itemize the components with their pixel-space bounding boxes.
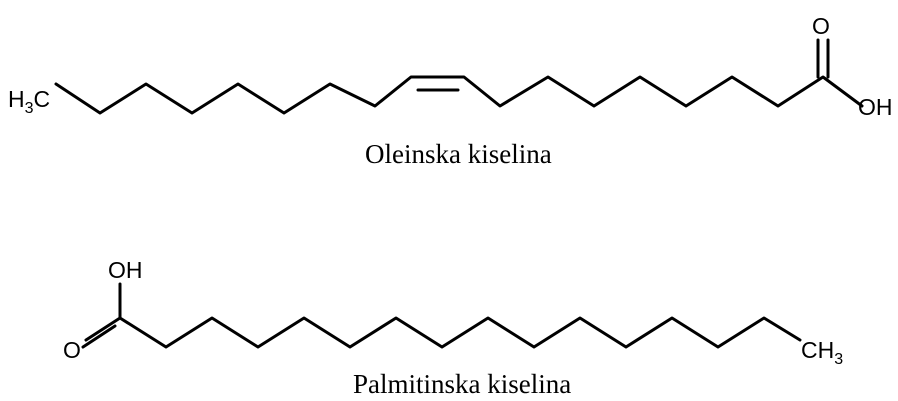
oleic-methyl-h: H bbox=[8, 86, 25, 112]
palmitic-carbonyl-bond-2 bbox=[81, 324, 117, 349]
palmitic-acid-structure: OH O CH3 bbox=[63, 257, 843, 368]
palmitic-methyl-ch: CH bbox=[801, 337, 834, 363]
oleic-carbonyl-oxygen: O bbox=[812, 13, 830, 39]
palmitic-hydroxyl: OH bbox=[108, 257, 143, 283]
oleic-hydroxyl: OH bbox=[858, 94, 893, 120]
palmitic-acid-caption: Palmitinska kiselina bbox=[353, 369, 571, 399]
oleic-methyl-label: H3C bbox=[8, 86, 50, 117]
oleic-methyl-c: C bbox=[34, 86, 51, 112]
oleic-methyl-subscript: 3 bbox=[25, 100, 34, 117]
oleic-acid-structure: H3C O OH bbox=[8, 13, 893, 120]
palmitic-carbonyl-bond-1 bbox=[84, 316, 122, 342]
palmitic-carbon-chain bbox=[118, 316, 802, 349]
oleic-carbon-chain bbox=[54, 75, 864, 115]
palmitic-methyl-subscript: 3 bbox=[834, 351, 843, 368]
oleic-acid-caption: Oleinska kiselina bbox=[365, 139, 552, 169]
palmitic-carbonyl-oxygen: O bbox=[63, 337, 81, 363]
palmitic-methyl-label: CH3 bbox=[801, 337, 843, 368]
